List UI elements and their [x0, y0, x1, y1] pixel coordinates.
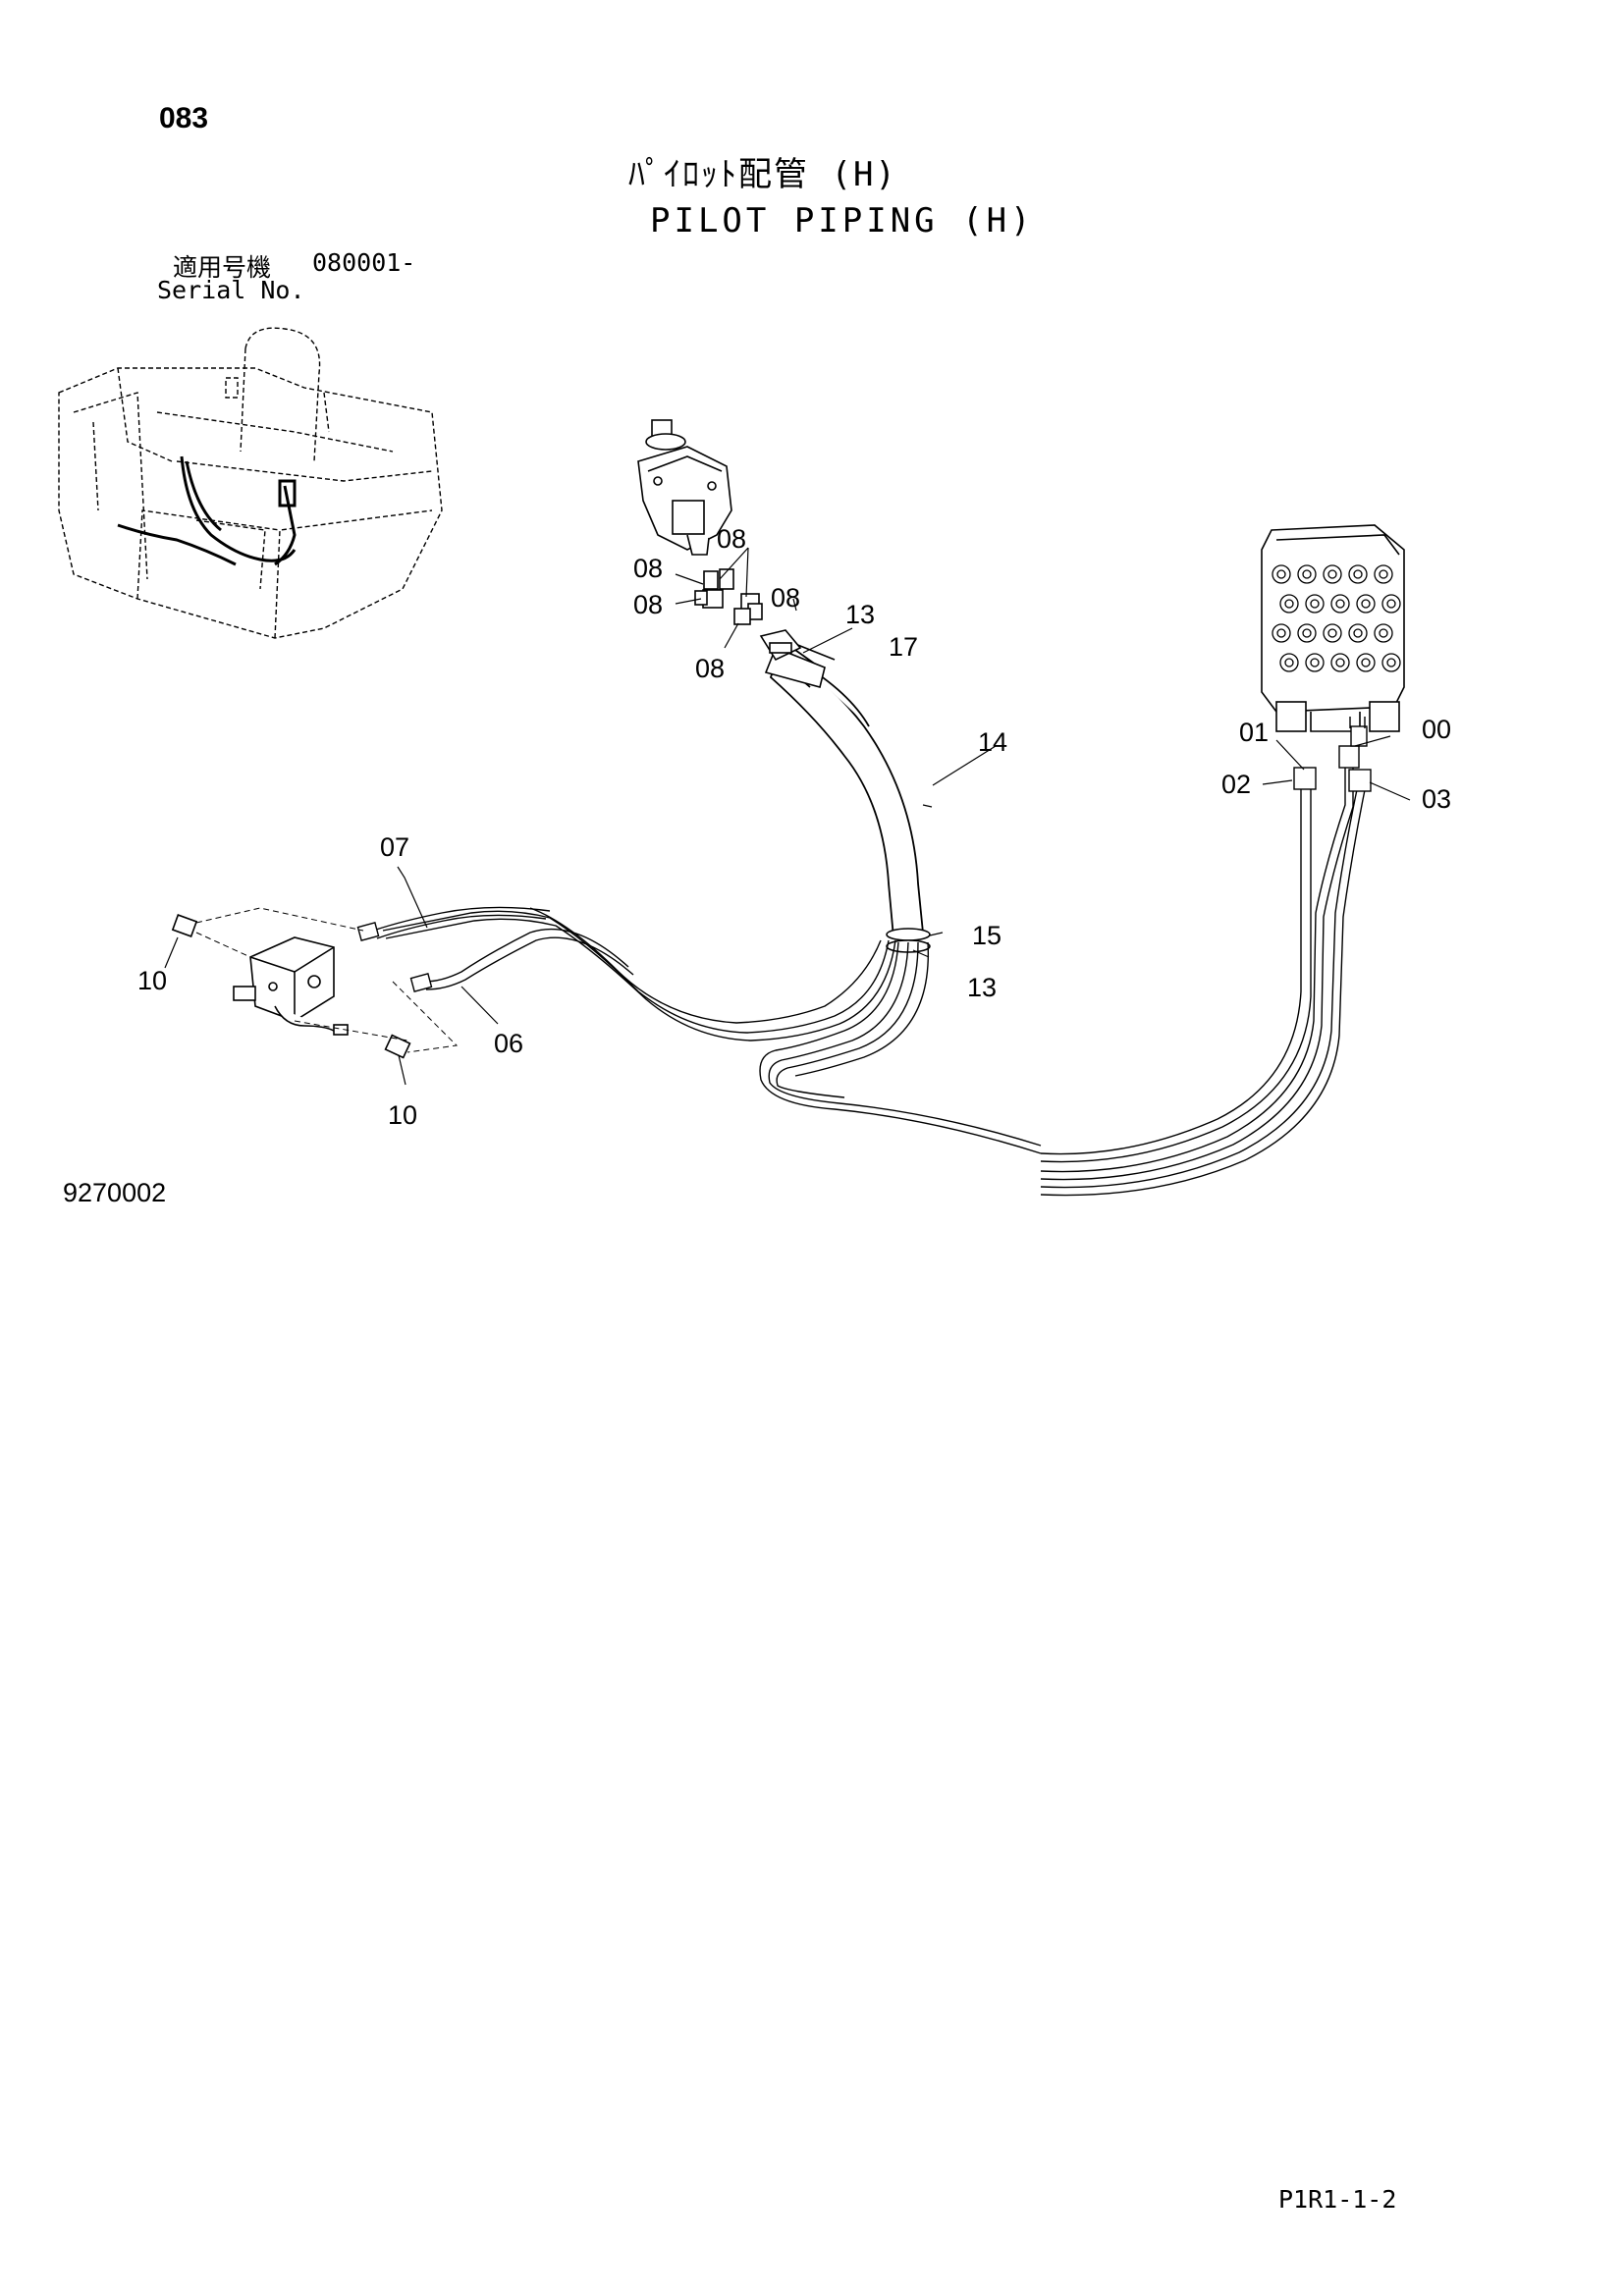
- callout-02: 02: [1221, 770, 1251, 799]
- valve-port-bore: [1335, 658, 1345, 667]
- callout-08d: 08: [771, 583, 800, 613]
- solenoid-dashed-links: [195, 907, 459, 1053]
- valve-port-bore: [1353, 628, 1363, 638]
- callout-07: 07: [380, 832, 409, 862]
- callout-13a: 13: [845, 600, 875, 629]
- valve-port-bore: [1310, 599, 1320, 609]
- hose-fittings-06-07: [356, 922, 433, 992]
- callout-00: 00: [1422, 715, 1451, 744]
- valve-port-bore: [1302, 628, 1312, 638]
- valve-port-bore: [1386, 658, 1396, 667]
- page-number: 083: [159, 102, 209, 134]
- hose-cover-sleeve: [769, 642, 924, 939]
- serial-number-value: 080001-: [312, 248, 416, 277]
- callout-03: 03: [1422, 784, 1451, 814]
- callout-08c: 08: [633, 590, 663, 619]
- valve-port-bore: [1327, 569, 1337, 579]
- callout-10a: 10: [137, 966, 167, 995]
- serial-label-english: Serial No.: [157, 276, 305, 304]
- valve-port-bore: [1276, 569, 1286, 579]
- callout-14: 14: [978, 727, 1007, 757]
- callout-13b: 13: [967, 973, 997, 1002]
- page-reference: P1R1-1-2: [1278, 2185, 1397, 2214]
- hoses-00-03: [1040, 746, 1369, 1197]
- title-english: PILOT PIPING (H): [650, 201, 1035, 240]
- valve-port-bore: [1284, 658, 1294, 667]
- hoses-06-07: [372, 906, 634, 990]
- main-hose-bundle: [382, 907, 1042, 1154]
- valve-port-bore: [1284, 599, 1294, 609]
- serial-label-japanese: 適用号機: [173, 253, 272, 282]
- valve-port-bore: [1379, 569, 1388, 579]
- callout-08e: 08: [695, 654, 725, 683]
- callout-08a: 08: [717, 524, 746, 554]
- valve-port-bore: [1335, 599, 1345, 609]
- callout-15: 15: [972, 921, 1001, 950]
- pilot-valve: [637, 419, 732, 556]
- valve-port-bore: [1327, 628, 1337, 638]
- hose-fittings-00-03: [1293, 717, 1372, 792]
- control-valve-ports: [1272, 564, 1401, 672]
- callout-01: 01: [1239, 718, 1269, 747]
- valve-port-bore: [1386, 599, 1396, 609]
- title-japanese: ﾊﾟｲﾛｯﾄ配管 (H): [628, 155, 897, 194]
- callout-17: 17: [889, 632, 918, 662]
- valve-port-bore: [1353, 569, 1363, 579]
- valve-port-bore: [1361, 599, 1371, 609]
- machine-overview-inset: [58, 327, 443, 639]
- solenoid-connector-10: [171, 914, 411, 1059]
- callout-08b: 08: [633, 554, 663, 583]
- hose-connector-13-top: [759, 629, 802, 662]
- solenoid-valve-block: [233, 936, 349, 1036]
- figure-code: 9270002: [63, 1178, 167, 1207]
- callout-10b: 10: [388, 1100, 417, 1130]
- valve-port-bore: [1276, 628, 1286, 638]
- callout-06: 06: [494, 1029, 523, 1058]
- callout-labels: 00 01 02 03 06 07 08 08 08 08 08 10 10 1…: [137, 524, 1451, 1130]
- inset-hose-highlight: [117, 455, 297, 566]
- leader-lines: [164, 547, 1411, 1086]
- valve-port-bore: [1310, 658, 1320, 667]
- pilot-valve-connectors: [694, 568, 763, 625]
- valve-port-bore: [1302, 569, 1312, 579]
- valve-port-bore: [1379, 628, 1388, 638]
- valve-port-bore: [1361, 658, 1371, 667]
